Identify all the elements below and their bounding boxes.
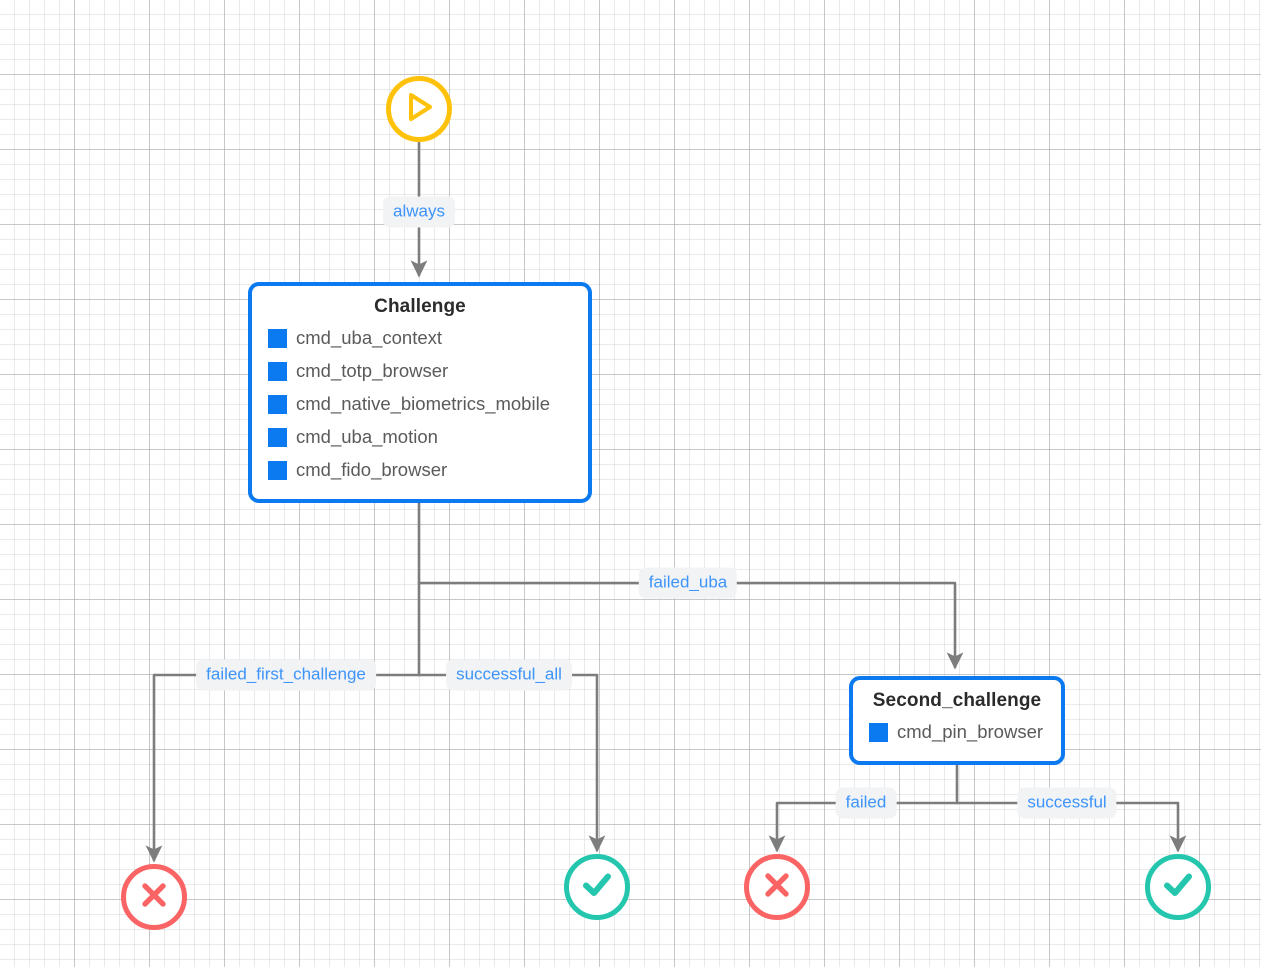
node-second-challenge[interactable]: Second_challenge cmd_pin_browser xyxy=(849,676,1065,765)
node-challenge-item[interactable]: cmd_uba_motion xyxy=(268,421,572,454)
edge-label-always[interactable]: always xyxy=(383,196,455,228)
node-challenge-item[interactable]: cmd_uba_context xyxy=(268,322,572,355)
item-swatch-icon xyxy=(268,328,287,348)
edge-failed-first-challenge xyxy=(145,673,421,863)
item-swatch-icon xyxy=(869,722,888,742)
item-swatch-icon xyxy=(268,460,287,480)
terminal-failure-1[interactable] xyxy=(121,864,187,930)
x-circle-icon xyxy=(137,878,171,917)
edge-successful-all xyxy=(417,673,606,853)
edge-label-failed-uba[interactable]: failed_uba xyxy=(638,567,738,599)
node-challenge[interactable]: Challenge cmd_uba_context cmd_totp_brows… xyxy=(248,282,592,503)
check-circle-icon xyxy=(579,867,615,908)
item-swatch-icon xyxy=(268,394,287,414)
edge-label-failed[interactable]: failed xyxy=(835,787,897,819)
node-challenge-item-label: cmd_uba_motion xyxy=(296,425,438,447)
start-node[interactable] xyxy=(386,76,452,142)
node-second-challenge-item-label: cmd_pin_browser xyxy=(897,721,1044,742)
terminal-success-2[interactable] xyxy=(1145,854,1211,920)
edge-label-failed-first-challenge[interactable]: failed_first_challenge xyxy=(196,659,376,691)
terminal-failure-2[interactable] xyxy=(744,854,810,920)
play-circle-icon xyxy=(402,90,436,129)
edge-label-successful-all[interactable]: successful_all xyxy=(446,659,572,691)
node-challenge-item-label: cmd_native_biometrics_mobile xyxy=(296,392,550,414)
node-challenge-item[interactable]: cmd_totp_browser xyxy=(268,355,572,388)
item-swatch-icon xyxy=(268,361,287,381)
edge-label-successful[interactable]: successful xyxy=(1017,787,1117,819)
node-second-challenge-title: Second_challenge xyxy=(872,690,1042,711)
check-circle-icon xyxy=(1160,867,1196,908)
terminal-success-1[interactable] xyxy=(564,854,630,920)
node-second-challenge-item[interactable]: cmd_pin_browser xyxy=(869,716,1045,749)
node-challenge-item[interactable]: cmd_fido_browser xyxy=(268,454,572,487)
node-challenge-item[interactable]: cmd_native_biometrics_mobile xyxy=(268,388,572,421)
node-challenge-item-label: cmd_uba_context xyxy=(296,327,443,348)
node-challenge-item-label: cmd_totp_browser xyxy=(296,359,449,381)
node-challenge-item-label: cmd_fido_browser xyxy=(296,458,448,480)
node-challenge-title: Challenge xyxy=(374,296,466,317)
item-swatch-icon xyxy=(268,427,287,447)
x-circle-icon xyxy=(760,868,794,907)
